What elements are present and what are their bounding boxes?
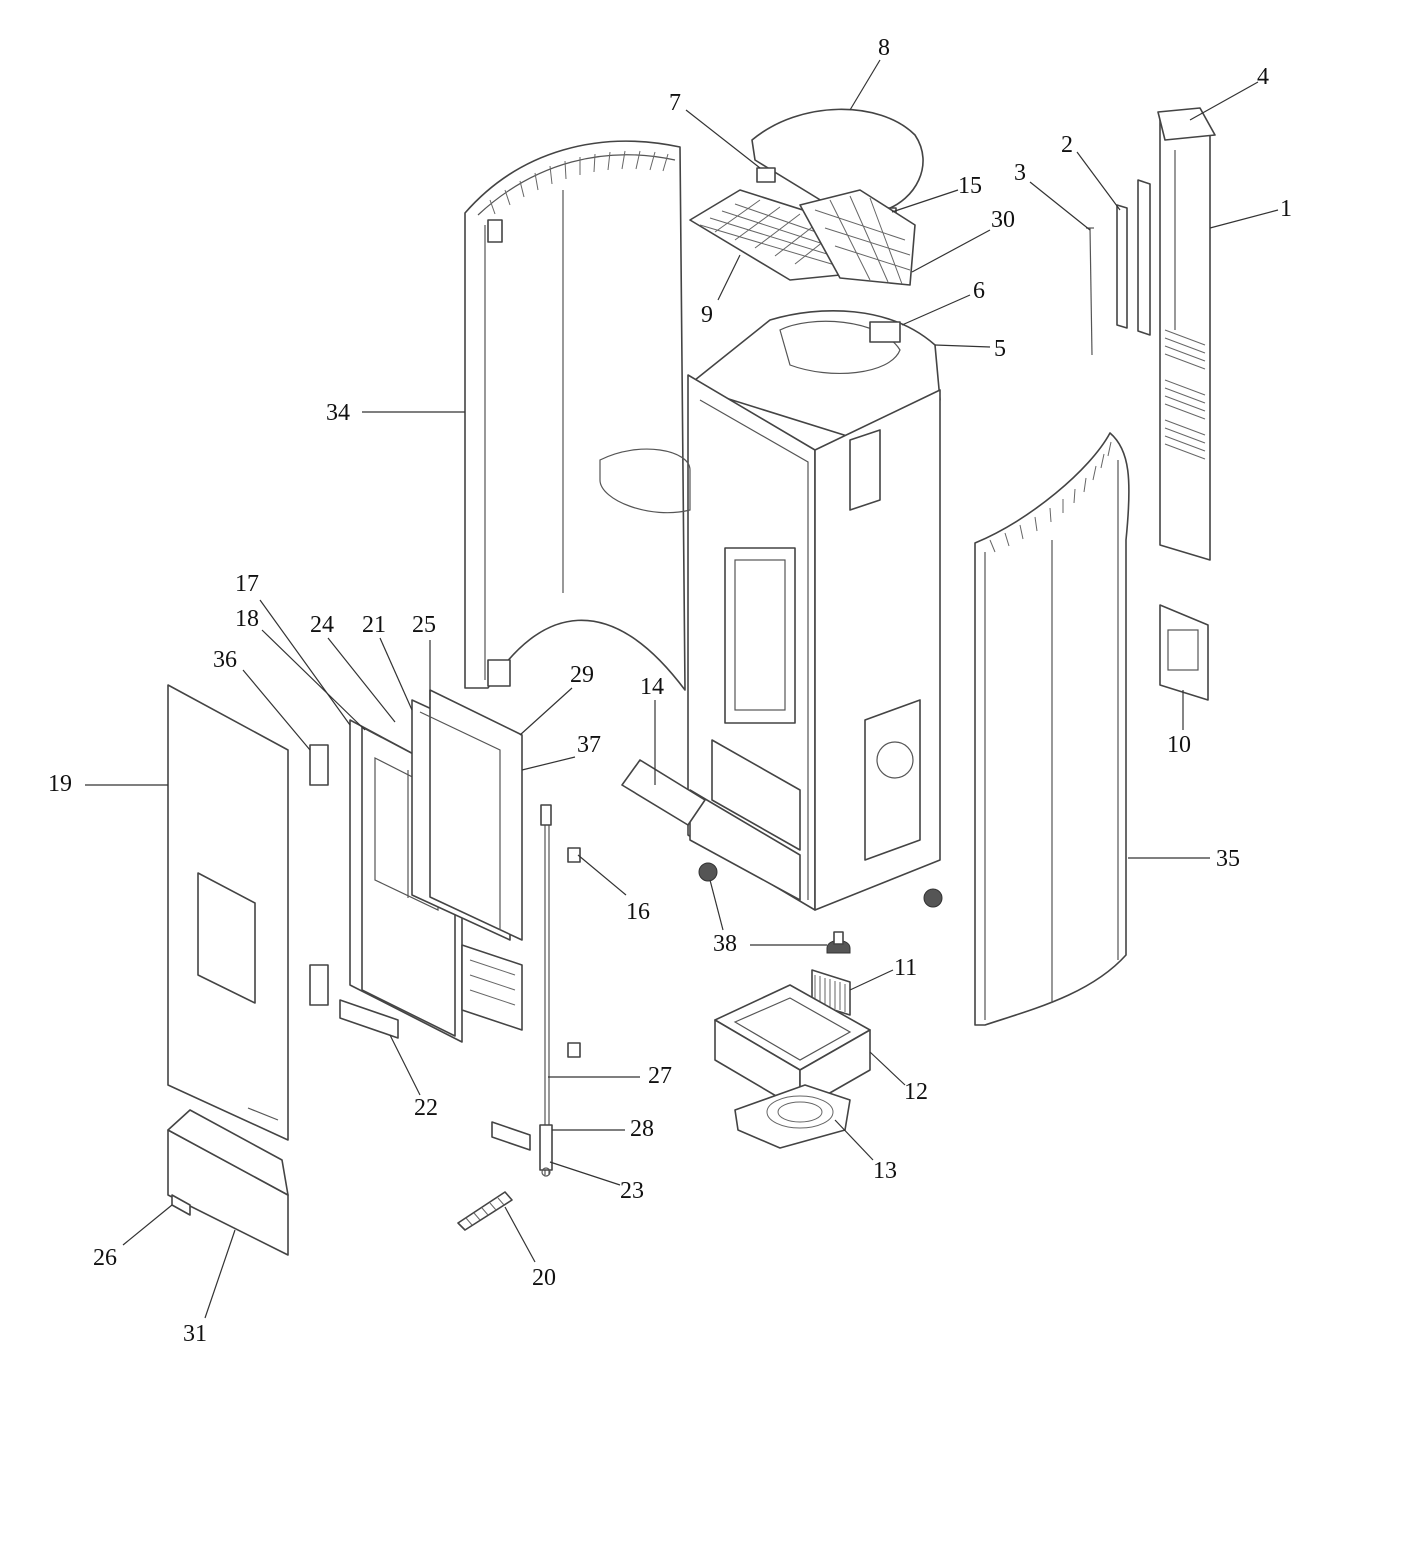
leader-29 <box>519 687 573 736</box>
leader-5 <box>934 344 991 348</box>
callout-10: 10 <box>1167 732 1191 758</box>
callout-7: 7 <box>669 90 681 116</box>
leader-18 <box>261 629 366 731</box>
leader-6 <box>901 294 971 326</box>
part-38-feet <box>826 931 851 954</box>
leader-38a <box>709 879 724 931</box>
callout-25: 25 <box>412 612 436 638</box>
callout-11: 11 <box>894 955 917 981</box>
callout-22: 22 <box>414 1095 438 1121</box>
callout-31: 31 <box>183 1321 207 1347</box>
part-3-rod <box>1086 227 1094 356</box>
part-5-6-hopper-top <box>694 310 941 441</box>
callout-21: 21 <box>362 612 386 638</box>
callout-28: 28 <box>630 1116 654 1142</box>
callout-17: 17 <box>235 571 259 597</box>
callout-34: 34 <box>326 400 350 426</box>
callout-20: 20 <box>532 1265 556 1291</box>
part-7-bracket <box>756 167 776 183</box>
callout-8: 8 <box>878 35 890 61</box>
leader-24 <box>327 637 396 723</box>
leader-3 <box>1029 181 1091 231</box>
callout-14: 14 <box>640 674 664 700</box>
callout-26: 26 <box>93 1245 117 1271</box>
leader-26 <box>122 1204 173 1246</box>
leader-7 <box>685 109 761 169</box>
part-30-filter-mesh <box>799 189 916 286</box>
leader-17 <box>259 599 351 726</box>
callout-12: 12 <box>904 1079 928 1105</box>
leader-15 <box>891 189 959 213</box>
part-14-flap <box>621 759 706 826</box>
leader-20 <box>504 1206 536 1263</box>
leader-22 <box>389 1034 421 1096</box>
part-8-top-cover <box>751 108 924 213</box>
leader-16 <box>577 854 627 896</box>
leader-30 <box>911 229 991 273</box>
leader-8 <box>849 59 881 111</box>
leader-1 <box>1209 209 1279 229</box>
part-36-hinges <box>309 744 329 1006</box>
part-2-rail <box>1116 179 1151 336</box>
part-19-front-door <box>167 684 289 1141</box>
leader-36 <box>242 669 311 751</box>
callout-18: 18 <box>235 606 259 632</box>
callout-9: 9 <box>701 302 713 328</box>
callout-13: 13 <box>873 1158 897 1184</box>
callout-30: 30 <box>991 207 1015 233</box>
leader-lines <box>85 59 1279 1319</box>
callout-6: 6 <box>973 278 985 304</box>
callout-19: 19 <box>48 771 72 797</box>
callout-4: 4 <box>1257 64 1269 90</box>
part-20-handle <box>457 1191 513 1231</box>
callout-27: 27 <box>648 1063 672 1089</box>
part-27-28-23-handle-rod <box>491 804 581 1177</box>
leader-13 <box>834 1119 874 1161</box>
callout-24: 24 <box>310 612 334 638</box>
callout-35: 35 <box>1216 846 1240 872</box>
leader-4 <box>1189 81 1259 121</box>
leader-11 <box>849 969 894 991</box>
part-35-right-side-panel <box>974 432 1130 1026</box>
part-21-25-29-37-gaskets <box>411 689 523 1031</box>
callout-36: 36 <box>213 647 237 673</box>
callout-23: 23 <box>620 1178 644 1204</box>
leader-31 <box>204 1229 236 1319</box>
callout-15: 15 <box>958 173 982 199</box>
leader-12 <box>869 1051 906 1086</box>
callout-38: 38 <box>713 931 737 957</box>
part-34-left-side-panel <box>464 140 686 691</box>
callout-5: 5 <box>994 336 1006 362</box>
callout-3: 3 <box>1014 160 1026 186</box>
leader-37 <box>521 756 576 771</box>
callout-29: 29 <box>570 662 594 688</box>
stove-chassis <box>599 374 943 911</box>
part-31-bottom-panel <box>167 1109 289 1256</box>
part-22-bracket <box>339 999 399 1039</box>
callout-2: 2 <box>1061 132 1073 158</box>
callout-37: 37 <box>577 732 601 758</box>
part-1-rear-panel <box>1157 107 1216 561</box>
callout-16: 16 <box>626 899 650 925</box>
part-10-board-bracket <box>1159 604 1209 701</box>
callout-1: 1 <box>1280 196 1292 222</box>
leader-2 <box>1076 151 1121 211</box>
callout-labels: 1 2 3 4 5 6 7 8 9 10 11 12 13 14 15 16 1… <box>48 35 1292 1347</box>
leader-23 <box>549 1161 621 1186</box>
part-13-grate-plate <box>734 1084 851 1149</box>
leader-9 <box>717 254 741 301</box>
leader-21 <box>379 637 413 711</box>
